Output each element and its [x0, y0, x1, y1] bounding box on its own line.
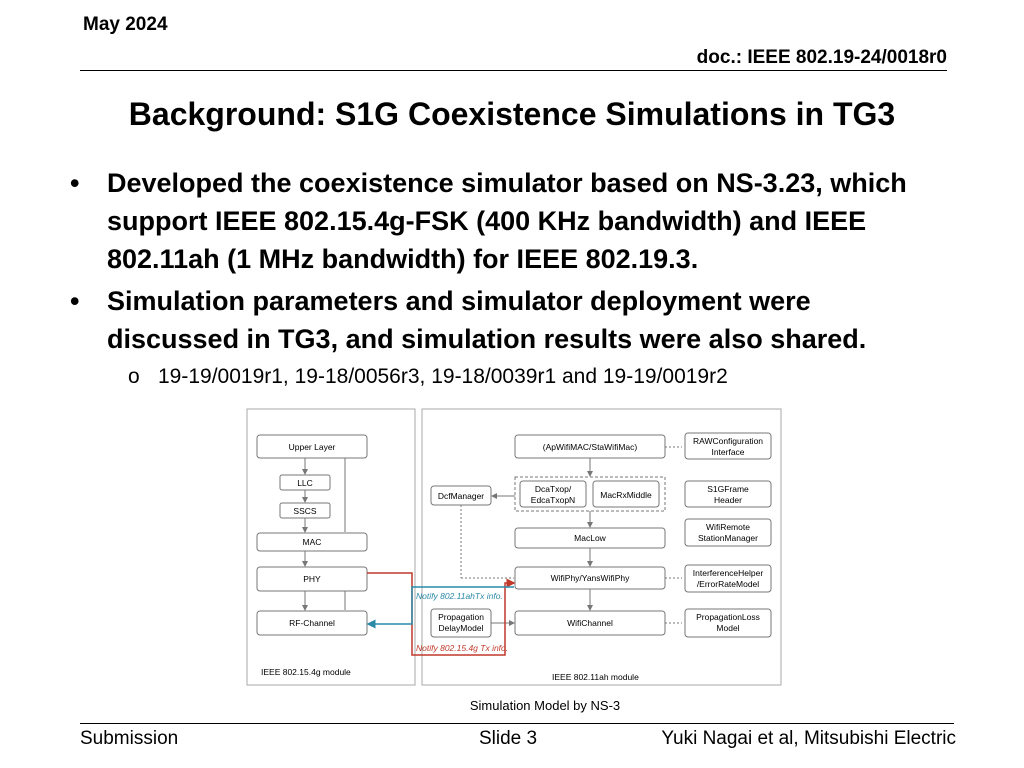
- block-propagationloss-label-1: PropagationLoss: [696, 612, 760, 622]
- block-apwifimac-label: (ApWifiMAC/StaWifiMac): [543, 442, 638, 452]
- footer-submission: Submission: [80, 728, 179, 749]
- bullet-text: Developed the coexistence simulator base…: [107, 168, 907, 274]
- block-phy-label: PHY: [303, 574, 321, 584]
- block-llc-label: LLC: [297, 478, 313, 488]
- block-rawconfig-label-2: Interface: [711, 447, 744, 457]
- block-propagation-delay-label-1: Propagation: [438, 612, 484, 622]
- bullet-list: • Developed the coexistence simulator ba…: [70, 164, 950, 392]
- block-rawconfig: [684, 432, 772, 460]
- block-dcatxop-label-2: EdcaTxopN: [531, 495, 575, 505]
- header-date: May 2024: [83, 14, 168, 35]
- sub-bullet-circle-icon: o: [128, 365, 140, 388]
- bullet-text: Simulation parameters and simulator depl…: [107, 286, 867, 354]
- block-mac-label: MAC: [303, 537, 322, 547]
- bullet-item: • Simulation parameters and simulator de…: [70, 282, 950, 358]
- block-propagationloss-label-2: Model: [716, 623, 739, 633]
- block-interference-label-2: /ErrorRateModel: [697, 579, 759, 589]
- block-wifiremote-label-2: StationManager: [698, 533, 758, 543]
- sub-bullet-text: 19-19/0019r1, 19-18/0056r3, 19-18/0039r1…: [158, 365, 728, 388]
- block-rawconfig-label-1: RAWConfiguration: [693, 436, 763, 446]
- bullet-item: • Developed the coexistence simulator ba…: [70, 164, 950, 278]
- block-upper-layer: [256, 434, 368, 459]
- block-dcfmanager-label: DcfManager: [438, 491, 484, 501]
- notify-154g-label: Notify 802.15.4g Tx info.: [416, 643, 508, 653]
- block-mac: [256, 532, 368, 552]
- block-propagationloss: [684, 608, 772, 638]
- notify-11ah-label: Notify 802.11ahTx info.: [416, 591, 503, 601]
- block-interference-label-1: InterferenceHelper: [693, 568, 764, 578]
- ns3-simulation-diagram: IEEE 802.15.4g module IEEE 802.11ah modu…: [246, 408, 782, 686]
- figure-caption: Simulation Model by NS-3: [469, 698, 621, 713]
- block-s1gframe-label-1: S1GFrame: [707, 484, 749, 494]
- block-interference: [684, 564, 772, 593]
- module-80211ah-label: IEEE 802.11ah module: [552, 672, 639, 682]
- block-macrxmiddle-label: MacRxMiddle: [600, 490, 652, 500]
- header-divider: [80, 70, 947, 71]
- slide-title: Background: S1G Coexistence Simulations …: [128, 96, 896, 132]
- notify-11ah-path: [366, 586, 514, 629]
- block-sscs-label: SSCS: [293, 506, 316, 516]
- sub-bullet-item: o 19-19/0019r1, 19-18/0056r3, 19-18/0039…: [70, 362, 950, 392]
- block-maclow-label: MacLow: [574, 533, 607, 543]
- header-doc-id: doc.: IEEE 802.19-24/0018r0: [696, 47, 947, 68]
- footer-divider: [80, 723, 954, 724]
- block-macrxmiddle: [592, 480, 660, 508]
- block-phy: [256, 566, 368, 592]
- block-propagation-delay-label-2: DelayModel: [439, 623, 484, 633]
- module-802154g-label: IEEE 802.15.4g module: [261, 667, 351, 677]
- block-upper-layer-label: Upper Layer: [289, 442, 336, 452]
- block-wifichannel-label: WifiChannel: [567, 618, 613, 628]
- footer-slide-number: Slide 3: [479, 728, 538, 749]
- notify-154g-path: [367, 572, 516, 656]
- block-s1gframe-label-2: Header: [714, 495, 742, 505]
- dashed-group: [514, 476, 666, 512]
- block-wifiremote: [684, 518, 772, 547]
- block-wifiphy-label: WifiPhy/YansWifiPhy: [551, 573, 630, 583]
- block-dcatxop: [519, 480, 587, 508]
- bullet-dot-icon: •: [70, 286, 80, 316]
- bullet-dot-icon: •: [70, 168, 80, 198]
- block-s1gframe: [684, 480, 772, 508]
- block-rf-channel-label: RF-Channel: [289, 618, 335, 628]
- footer-author: Yuki Nagai et al, Mitsubishi Electric: [661, 728, 956, 749]
- block-dcatxop-label-1: DcaTxop/: [535, 484, 572, 494]
- block-wifiremote-label-1: WifiRemote: [706, 522, 750, 532]
